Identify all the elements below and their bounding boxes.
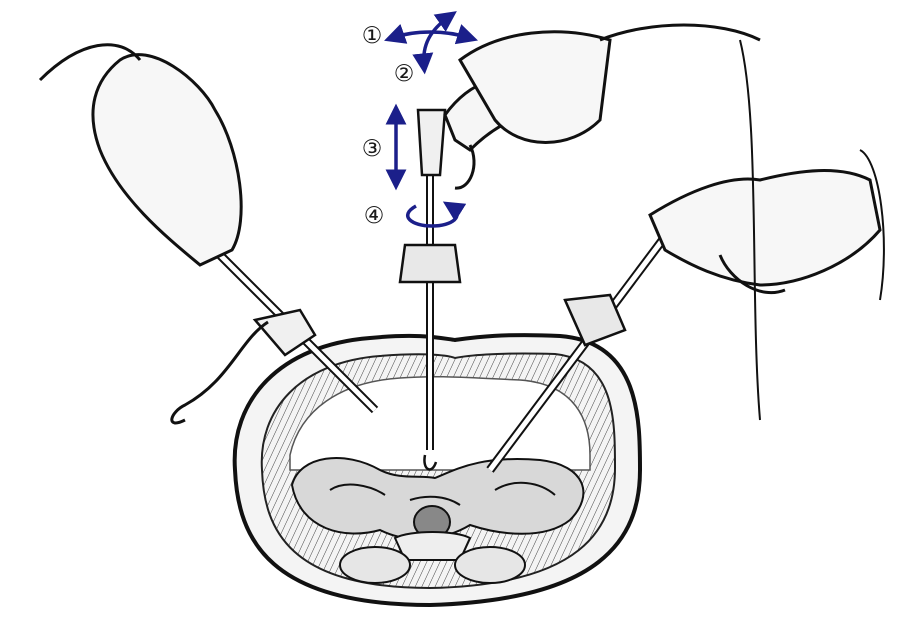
motion-label-2: ②	[391, 61, 417, 87]
motion-label-3: ③	[359, 136, 385, 162]
abdomen-cross-section	[235, 335, 640, 605]
motion-label-4: ④	[361, 203, 387, 229]
motion-label-1: ①	[359, 23, 385, 49]
arrow-2-icon	[424, 16, 450, 66]
